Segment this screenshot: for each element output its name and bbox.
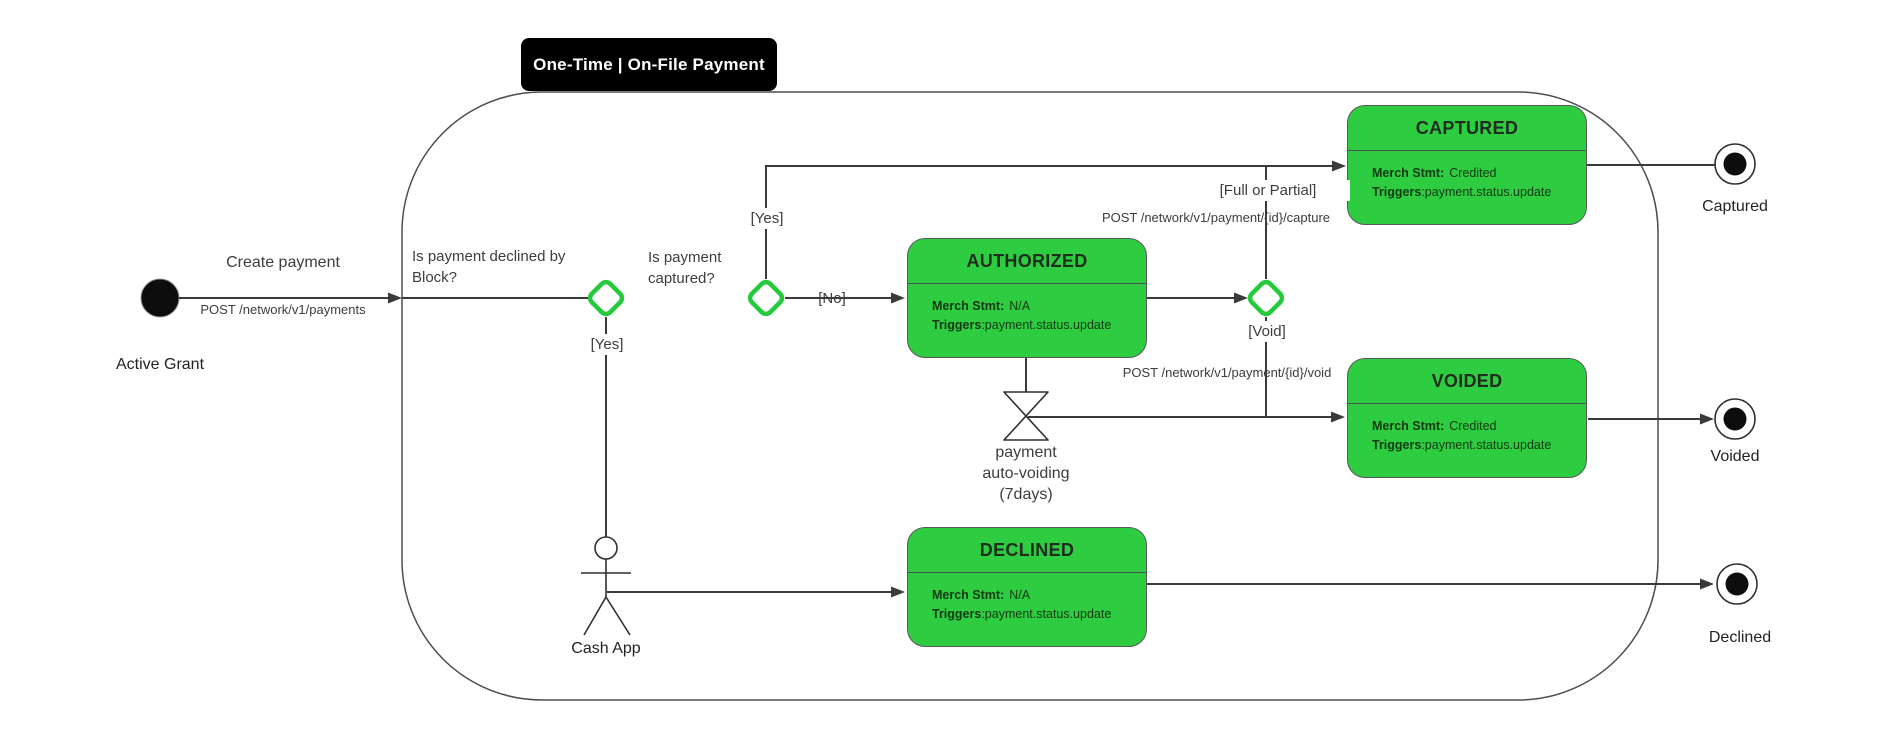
triggers-label: Triggers [932, 607, 982, 621]
state-voided[interactable]: VOIDED Merch Stmt: Credited Triggers:paym… [1347, 358, 1587, 478]
question-captured-line2: captured? [648, 270, 715, 287]
state-declined-title: DECLINED [908, 528, 1146, 573]
arrowhead-into-voided [1331, 411, 1345, 423]
arrowhead-into-captured [1332, 160, 1346, 172]
state-voided-body: Merch Stmt: Credited Triggers:payment.sta… [1348, 404, 1586, 455]
state-captured-title: CAPTURED [1348, 106, 1586, 151]
decision-declined-by-block-icon[interactable] [587, 279, 625, 317]
arrowhead-into-decision3 [1234, 292, 1248, 304]
decision-payment-captured-icon[interactable] [747, 279, 785, 317]
state-captured[interactable]: CAPTURED Merch Stmt: Credited Triggers:pa… [1347, 105, 1587, 225]
merch-stmt-label: Merch Stmt: [932, 299, 1005, 313]
state-authorized-title: AUTHORIZED [908, 239, 1146, 284]
end-label-captured: Captured [1702, 198, 1768, 215]
state-captured-body: Merch Stmt: Credited Triggers:payment.sta… [1348, 151, 1586, 202]
question-declined-label: Is payment declined by Block? [412, 246, 612, 288]
triggers-value: :payment.status.update [1421, 185, 1552, 199]
edge-label-capture-api: POST /network/v1/payment/{id}/capture [1101, 210, 1331, 225]
question-declined-line2: Block? [412, 269, 458, 286]
timer-line1: payment [995, 444, 1057, 461]
timer-hourglass-icon[interactable] [1003, 391, 1049, 441]
decision-capture-or-void-icon[interactable] [1247, 279, 1285, 317]
triggers-value: :payment.status.update [981, 318, 1112, 332]
end-label-declined: Declined [1708, 629, 1772, 646]
end-label-voided: Voided [1710, 448, 1760, 465]
end-node-declined[interactable] [1716, 563, 1758, 605]
edge-label-create-payment: Create payment [226, 254, 340, 271]
merch-stmt-label: Merch Stmt: [932, 588, 1005, 602]
arrowhead-into-declined [891, 586, 905, 598]
diagram-title-badge[interactable]: One-Time | On-File Payment [521, 38, 777, 91]
arrowhead-create-payment [388, 292, 402, 304]
state-declined-body: Merch Stmt: N/A Triggers:payment.status.u… [908, 573, 1146, 624]
state-authorized-body: Merch Stmt: N/A Triggers:payment.status.u… [908, 284, 1146, 335]
timer-line2: auto-voiding [982, 465, 1070, 482]
triggers-value: :payment.status.update [1421, 438, 1552, 452]
state-authorized[interactable]: AUTHORIZED Merch Stmt: N/A Triggers:payme… [907, 238, 1147, 358]
edge-label-void-api: POST /network/v1/payment/{id}/void [1122, 365, 1332, 380]
start-node-label: Active Grant [115, 356, 205, 373]
edge-label-void: [Void] [1236, 321, 1298, 342]
edge-label-yes-up: [Yes] [736, 208, 798, 229]
arrowhead-into-voided-end [1700, 413, 1714, 425]
triggers-value: :payment.status.update [981, 607, 1112, 621]
merch-stmt-value: N/A [1009, 588, 1031, 602]
edge-label-no: [No] [818, 290, 846, 307]
edge-label-create-payment-api: POST /network/v1/payments [200, 302, 366, 317]
triggers-label: Triggers [1372, 185, 1422, 199]
actor-cash-app-icon[interactable] [581, 536, 631, 636]
question-captured-label: Is payment captured? [648, 247, 768, 289]
arrowhead-into-authorized [891, 292, 905, 304]
merch-stmt-label: Merch Stmt: [1372, 166, 1445, 180]
merch-stmt-value: N/A [1009, 299, 1031, 313]
edge-label-full-or-partial: [Full or Partial] [1186, 180, 1350, 201]
question-captured-line1: Is payment [648, 249, 722, 266]
end-node-captured[interactable] [1714, 143, 1756, 185]
question-declined-line1: Is payment declined by [412, 248, 566, 265]
merch-stmt-value: Credited [1449, 419, 1497, 433]
triggers-label: Triggers [932, 318, 982, 332]
arrowhead-into-declined-end [1700, 578, 1714, 590]
merch-stmt-value: Credited [1449, 166, 1497, 180]
diagram-title: One-Time | On-File Payment [533, 54, 765, 74]
end-node-voided[interactable] [1714, 398, 1756, 440]
edge-yes-to-captured [765, 165, 1338, 279]
actor-cash-app-label: Cash App [571, 640, 641, 657]
state-declined[interactable]: DECLINED Merch Stmt: N/A Triggers:payment… [907, 527, 1147, 647]
edge-label-yes-down: [Yes] [576, 334, 638, 355]
timer-line3: (7days) [999, 486, 1053, 503]
merch-stmt-label: Merch Stmt: [1372, 419, 1445, 433]
triggers-label: Triggers [1372, 438, 1422, 452]
payment-flow-boundary[interactable] [401, 91, 1659, 701]
timer-label: payment auto-voiding (7days) [946, 442, 1106, 505]
state-voided-title: VOIDED [1348, 359, 1586, 404]
